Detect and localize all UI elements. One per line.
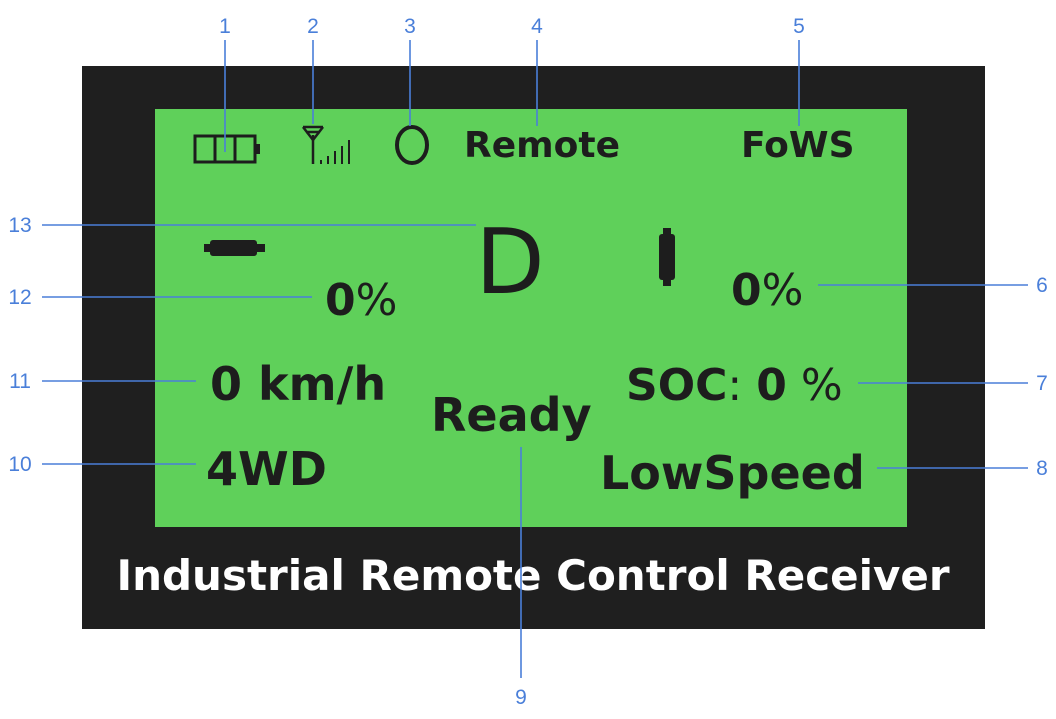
speed-mode-label: LowSpeed bbox=[600, 446, 865, 500]
left-percentage-value: 0 bbox=[325, 275, 356, 326]
callout-6: 6 bbox=[1036, 274, 1048, 297]
device-title: Industrial Remote Control Receiver bbox=[116, 551, 949, 600]
callout-1: 1 bbox=[219, 15, 231, 38]
right-percentage-unit: % bbox=[762, 265, 804, 316]
speed-readout: 0 km/h bbox=[210, 357, 386, 411]
antenna-signal-icon bbox=[302, 125, 350, 164]
right-percentage-value: 0 bbox=[731, 265, 762, 316]
callout-13: 13 bbox=[8, 214, 31, 237]
lcd-screen bbox=[155, 109, 907, 527]
callout-2: 2 bbox=[307, 15, 319, 38]
left-percentage-unit: % bbox=[356, 275, 398, 326]
circle-indicator-icon bbox=[395, 125, 429, 165]
callout-10: 10 bbox=[8, 453, 31, 476]
control-mode-label: Remote bbox=[464, 125, 620, 166]
right-percentage: 0% bbox=[731, 265, 803, 316]
soc-readout: SOC: 0 % bbox=[626, 360, 843, 411]
callout-11: 11 bbox=[9, 370, 31, 393]
left-percentage: 0% bbox=[325, 275, 397, 326]
soc-separator: : bbox=[727, 360, 742, 411]
soc-unit: % bbox=[801, 360, 843, 411]
soc-value: 0 bbox=[756, 360, 787, 411]
gear-indicator: D bbox=[475, 210, 544, 315]
callout-12: 12 bbox=[8, 286, 31, 309]
status-label: Ready bbox=[431, 388, 592, 442]
steering-mode-label: FoWS bbox=[741, 125, 855, 166]
callout-8: 8 bbox=[1036, 457, 1048, 480]
vertical-indicator-icon bbox=[659, 228, 675, 286]
callout-7: 7 bbox=[1036, 372, 1048, 395]
callout-5: 5 bbox=[793, 15, 805, 38]
soc-label: SOC bbox=[626, 360, 727, 411]
callout-4: 4 bbox=[531, 15, 543, 38]
callout-3: 3 bbox=[404, 15, 416, 38]
horizontal-indicator-icon bbox=[204, 240, 265, 256]
drive-mode-label: 4WD bbox=[206, 442, 327, 496]
callout-9: 9 bbox=[515, 686, 527, 709]
